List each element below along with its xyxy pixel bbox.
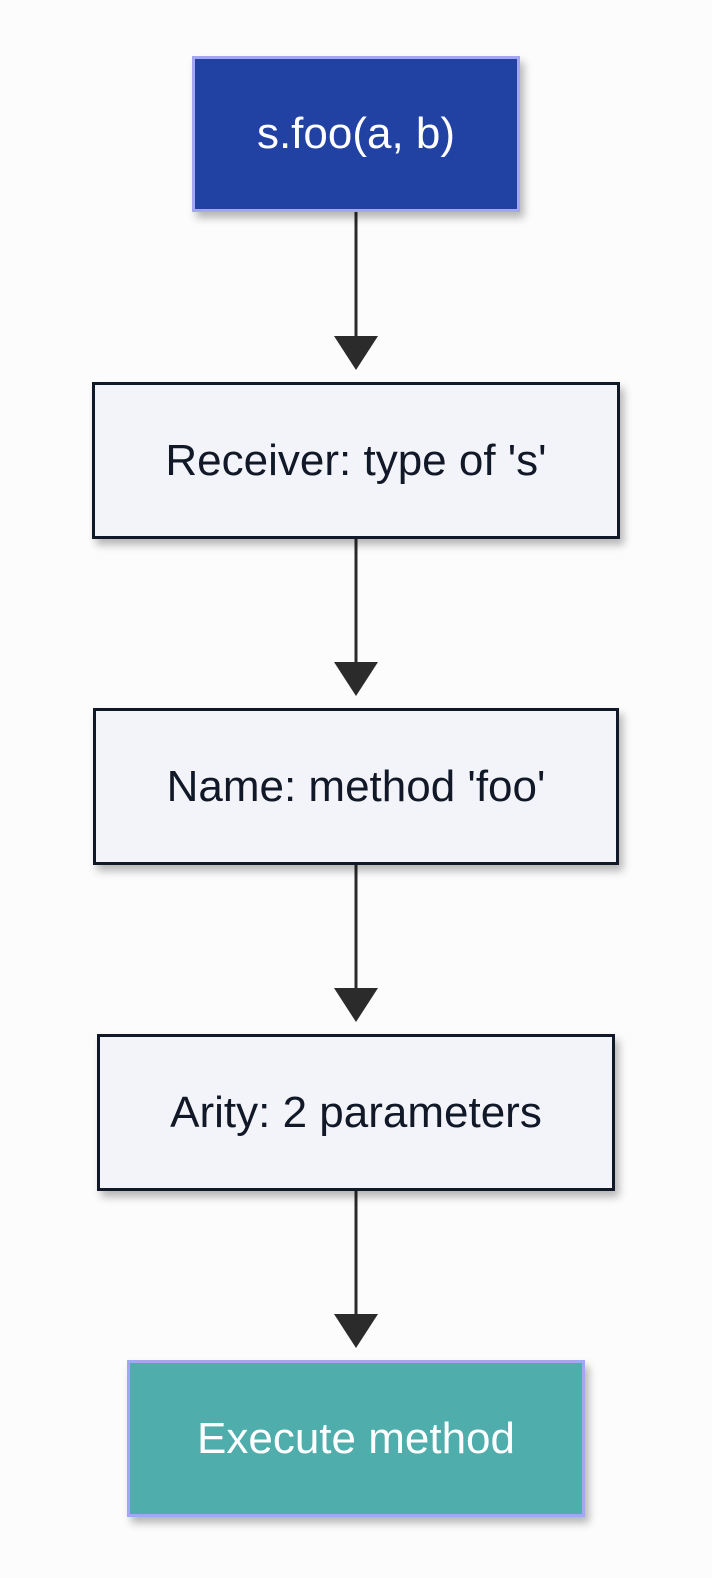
arrowhead-icon	[334, 662, 378, 696]
edge-name-to-arity	[334, 865, 378, 1022]
node-method-call: s.foo(a, b)	[192, 56, 520, 212]
edge-arity-to-execute	[334, 1191, 378, 1348]
node-arity: Arity: 2 parameters	[97, 1034, 615, 1191]
edge-call-to-receiver	[334, 212, 378, 370]
arrowhead-icon	[334, 336, 378, 370]
arrowhead-icon	[334, 988, 378, 1022]
arrowhead-icon	[334, 1314, 378, 1348]
node-receiver: Receiver: type of 's'	[92, 382, 620, 539]
node-execute-method: Execute method	[127, 1360, 585, 1517]
edge-receiver-to-name	[334, 539, 378, 696]
node-method-name: Name: method 'foo'	[93, 708, 619, 865]
